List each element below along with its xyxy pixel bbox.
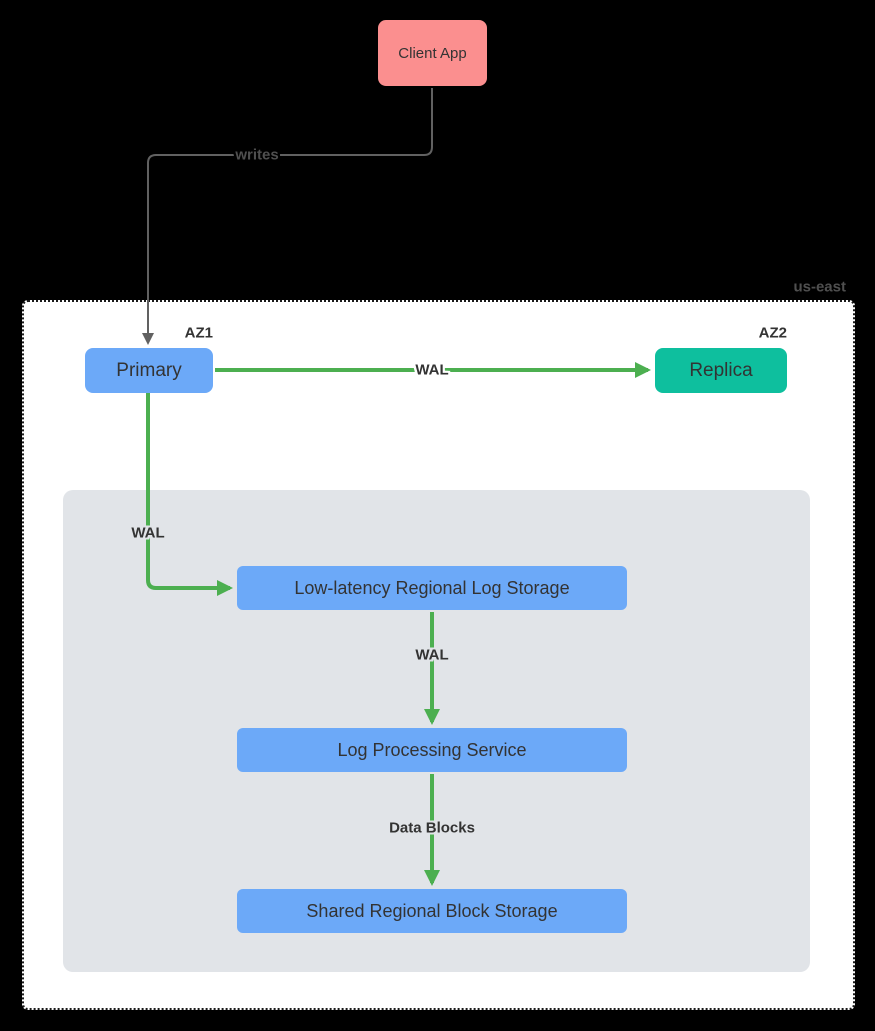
edge-label-wal-primary-log-storage: WAL xyxy=(131,524,165,542)
node-client-app-label: Client App xyxy=(398,44,467,62)
edge-label-wal-primary-replica: WAL xyxy=(415,361,449,379)
node-primary-label: Primary xyxy=(116,359,182,381)
edge-label-wal-log-storage-processing: WAL xyxy=(415,646,449,664)
node-log-processing-label: Log Processing Service xyxy=(337,739,527,760)
node-client-app: Client App xyxy=(378,20,487,86)
region-label-us-east: us-east xyxy=(793,278,846,296)
edge-label-writes: writes xyxy=(235,146,279,164)
zone-label-az2: AZ2 xyxy=(758,324,787,342)
node-block-storage: Shared Regional Block Storage xyxy=(237,889,627,933)
node-block-storage-label: Shared Regional Block Storage xyxy=(306,900,558,921)
node-replica-label: Replica xyxy=(689,359,753,381)
edge-label-data-blocks: Data Blocks xyxy=(389,819,475,837)
node-primary: Primary xyxy=(85,348,213,393)
node-log-processing: Log Processing Service xyxy=(237,728,627,772)
node-log-storage: Low-latency Regional Log Storage xyxy=(237,566,627,610)
zone-label-az1: AZ1 xyxy=(184,324,213,342)
node-log-storage-label: Low-latency Regional Log Storage xyxy=(294,577,570,598)
node-replica: Replica xyxy=(655,348,787,393)
